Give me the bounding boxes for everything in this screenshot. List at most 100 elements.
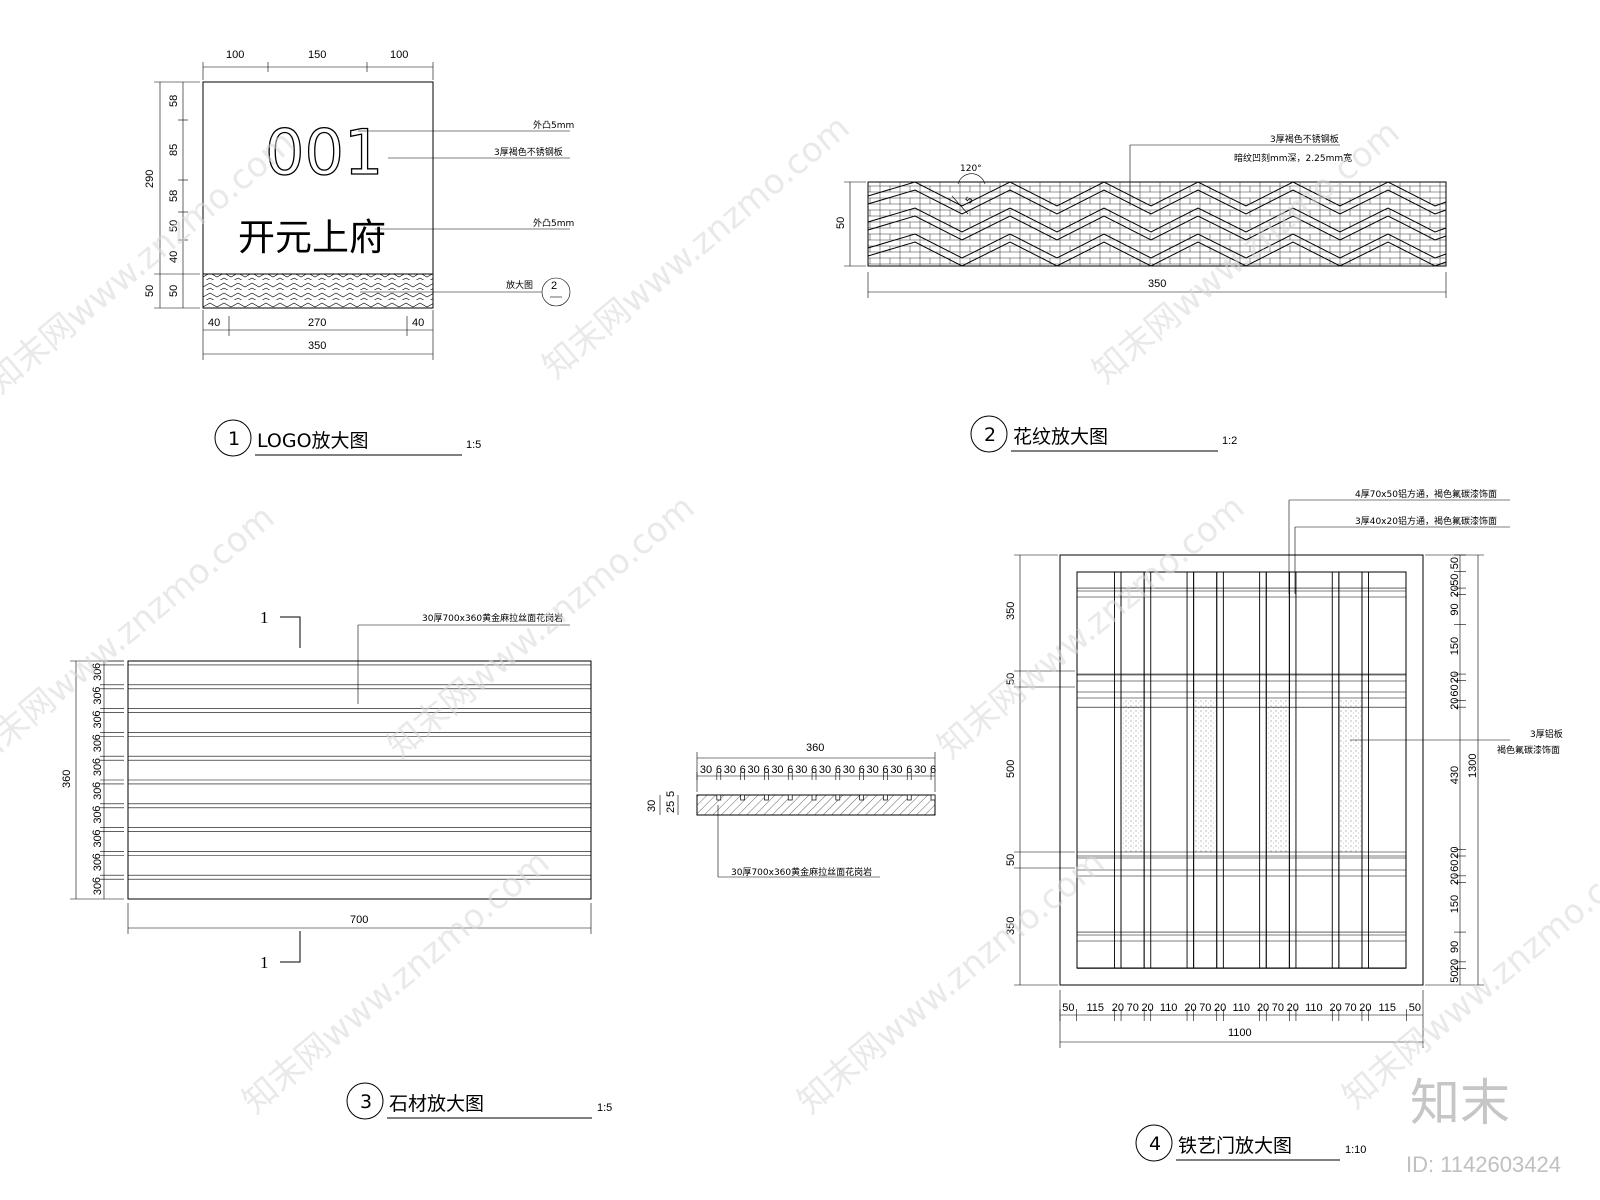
stone-section-label-bottom: 1 bbox=[260, 953, 269, 972]
gate-thin-post bbox=[1288, 571, 1297, 969]
pattern-title-circle bbox=[970, 415, 1008, 453]
gate-bottom-dim-label: 110 bbox=[1160, 1002, 1178, 1014]
stone-dim-height: 360 bbox=[61, 770, 73, 788]
watermark-layer: 知末网www.znzmo.com 知末网www.znzmo.com 知末网www… bbox=[0, 107, 1600, 1177]
watermark-8: 知末网www.znzmo.com bbox=[790, 842, 1112, 1121]
gate-title-circle bbox=[1135, 1124, 1173, 1162]
stone-left-dim-label: 6 bbox=[91, 853, 103, 859]
stone-section-notch bbox=[835, 794, 841, 801]
gate-right-dim-label: 20 bbox=[1449, 873, 1461, 885]
brand-logo-text: 知末 bbox=[1410, 1074, 1510, 1132]
stone-section-dim-label: 30 bbox=[819, 764, 831, 776]
gate-right-dim-label: 20 bbox=[1449, 846, 1461, 858]
gate-title-number: 4 bbox=[1149, 1133, 1161, 1155]
pattern-scale: 1:2 bbox=[1222, 435, 1237, 447]
stone-section-dim-label: 6 bbox=[740, 764, 746, 776]
gate-right-dim-label: 50 bbox=[1449, 970, 1461, 982]
gate-bottom-dim-label: 20 bbox=[1141, 1002, 1153, 1014]
logo-dim-left-3: 58 bbox=[168, 190, 180, 202]
gate-bottom-dim-label: 20 bbox=[1330, 1002, 1342, 1014]
gate-right-dim-label: 150 bbox=[1449, 895, 1461, 913]
stone-left-dim-label: 30 bbox=[92, 811, 104, 823]
stone-section-dim-label: 6 bbox=[906, 764, 912, 776]
stone-left-dim-label: 6 bbox=[91, 806, 103, 812]
logo-dim-top-3: 100 bbox=[390, 49, 408, 61]
gate-bottom-dim-label: 20 bbox=[1257, 1002, 1269, 1014]
logo-pattern-band bbox=[202, 273, 434, 309]
stone-section-notch bbox=[930, 794, 936, 801]
pattern-drawing: 120° 5 3厚褐色不锈钢板 暗纹凹刻mm深，2.25mm宽 50 350 2… bbox=[835, 133, 1447, 453]
stone-left-dim-label: 30 bbox=[92, 764, 104, 776]
pattern-title-number: 2 bbox=[984, 424, 996, 446]
stone-section-dim-label: 30 bbox=[843, 764, 855, 776]
pattern-note-2: 暗纹凹刻mm深，2.25mm宽 bbox=[1234, 152, 1352, 164]
gate-left-dim-3: 500 bbox=[1005, 760, 1017, 778]
stone-section-dim-label: 6 bbox=[835, 764, 841, 776]
gate-right-dim-label: 20 bbox=[1449, 698, 1461, 710]
stone-section-notch bbox=[787, 794, 793, 801]
stone-left-dim-label: 6 bbox=[91, 734, 103, 740]
stone-section-notches bbox=[716, 794, 936, 801]
logo-dim-left-total: 290 bbox=[144, 170, 156, 188]
gate-left-dim-1: 350 bbox=[1005, 602, 1017, 620]
stone-section-notch bbox=[716, 794, 722, 801]
logo-note-3: 外凸5mm bbox=[533, 217, 574, 229]
gate-aluminium-panel bbox=[1339, 698, 1361, 852]
logo-dim-left-5: 40 bbox=[168, 251, 180, 263]
gate-bottom-dim-label: 70 bbox=[1272, 1002, 1284, 1014]
gate-left-dim-4: 50 bbox=[1005, 854, 1017, 866]
logo-title-number: 1 bbox=[228, 428, 240, 450]
logo-number: 001 bbox=[265, 116, 383, 189]
gate-thin-post bbox=[1361, 571, 1369, 969]
logo-dim-bottom-total: 350 bbox=[308, 340, 326, 352]
gate-thin-post bbox=[1331, 571, 1340, 969]
pattern-zigzags bbox=[867, 181, 1447, 267]
stone-section-dim-label: 30 bbox=[890, 764, 902, 776]
stone-section-side-2: 25 bbox=[665, 801, 677, 813]
gate-left-dim-5: 350 bbox=[1005, 917, 1017, 935]
gate-drawing: 4厚70x50铝方通，褐色氟碳漆饰面 3厚40x20铝方通，褐色氟碳漆饰面 3厚… bbox=[1005, 488, 1563, 1162]
logo-drawing: 001 开元上府 100 150 100 58 85 58 50 40 50 2… bbox=[144, 49, 574, 457]
logo-dim-left-bottom: 50 bbox=[144, 285, 156, 297]
gate-bottom-dim-label: 20 bbox=[1287, 1002, 1299, 1014]
stone-scale: 1:5 bbox=[597, 1102, 612, 1114]
stone-section-dim-label: 6 bbox=[716, 764, 722, 776]
gate-right-total: 1300 bbox=[1467, 754, 1479, 778]
stone-section-notch bbox=[883, 794, 888, 801]
stone-section-dim-label: 30 bbox=[914, 764, 926, 776]
gate-bottom-dim-label: 20 bbox=[1214, 1002, 1226, 1014]
pattern-plate bbox=[867, 181, 1447, 267]
logo-dim-left-6: 50 bbox=[168, 285, 180, 297]
image-id-label: ID: 1142603424 bbox=[1406, 1152, 1561, 1177]
stone-left-dim-label: 30 bbox=[92, 859, 104, 871]
stone-section-dim-label: 30 bbox=[867, 764, 879, 776]
stone-section-dim-label: 6 bbox=[811, 764, 817, 776]
gate-bottom-dim-label: 115 bbox=[1379, 1002, 1397, 1014]
stone-section-dim-label: 30 bbox=[771, 764, 783, 776]
pattern-angle: 120° bbox=[960, 164, 982, 174]
logo-title-circle bbox=[214, 419, 252, 457]
gate-panel-note-2: 褐色氟碳漆饰面 bbox=[1497, 744, 1560, 756]
stone-left-dim-label: 30 bbox=[92, 740, 104, 752]
stone-section-side-3: 5 bbox=[665, 791, 677, 797]
gate-aluminium-panel bbox=[1122, 698, 1144, 852]
stone-left-dim-label: 30 bbox=[92, 835, 104, 847]
stone-note: 30厚700x360黄金麻拉丝面花岗岩 bbox=[422, 612, 563, 624]
stone-section-dim-label: 6 bbox=[859, 764, 865, 776]
gate-bottom-dim-label: 20 bbox=[1112, 1002, 1124, 1014]
gate-bottom-dim-label: 115 bbox=[1086, 1002, 1104, 1014]
logo-dim-top-1: 100 bbox=[226, 49, 244, 61]
gate-frame bbox=[1059, 554, 1424, 986]
stone-grooves bbox=[128, 660, 591, 880]
gate-aluminium-panel bbox=[1267, 698, 1289, 852]
stone-section-dim-label: 6 bbox=[763, 764, 769, 776]
gate-right-dim-label: 90 bbox=[1449, 941, 1461, 953]
pattern-dim-small: 5 bbox=[964, 195, 975, 205]
stone-left-dim-label: 30 bbox=[92, 692, 104, 704]
stone-drawing: 1 1 30厚700x360黄金麻拉丝面花岗岩 360 630630630630… bbox=[61, 608, 936, 1120]
